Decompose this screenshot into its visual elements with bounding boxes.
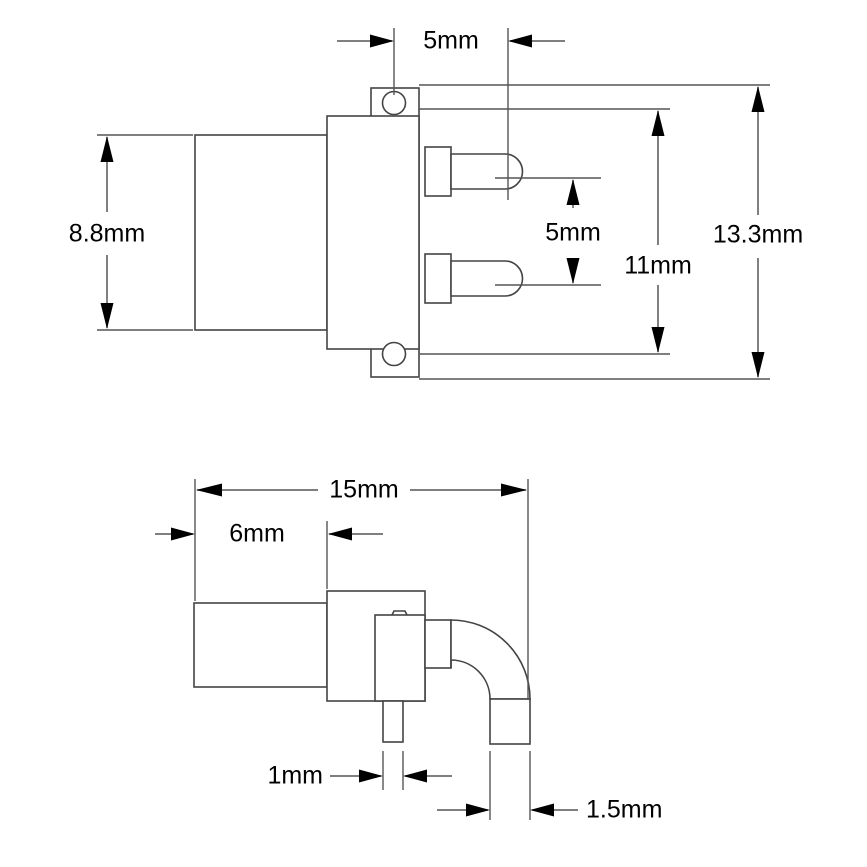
top-barb-upper-nose [450, 153, 524, 190]
dim-label-11mm: 11mm [624, 252, 692, 280]
bottom-view-body-rect [193, 602, 328, 688]
arrow-1-right [403, 769, 427, 783]
top-view-body-rect [194, 134, 328, 331]
bottom-view-connector-stub [424, 619, 452, 669]
bottom-view-geometry [193, 590, 531, 745]
dim-label-15mm: 15mm [329, 476, 398, 504]
dimension-8-8mm: 8.8mm [69, 134, 193, 331]
bottom-view-pin-straight [382, 700, 404, 743]
dimension-1-5mm: 1.5mm [437, 751, 662, 824]
dim-label-1-5mm: 1.5mm [586, 796, 662, 824]
arrow-88-bottom [100, 303, 114, 329]
arrow-133-bottom [751, 352, 765, 378]
arrow-133-top [751, 86, 765, 112]
top-view-flange-collar [326, 115, 420, 350]
dim-label-13-3mm: 13.3mm [713, 221, 803, 249]
dimension-5mm-vertical: 5mm [495, 177, 601, 286]
arrow-15-right [501, 483, 527, 497]
arrow-5v-top [566, 179, 580, 205]
dimension-1mm: 1mm [267, 751, 452, 790]
arrow-11-bottom [651, 327, 665, 353]
arrow-15-left [196, 483, 222, 497]
mounting-hole-bottom-icon [381, 341, 407, 367]
arrow-6-left [171, 527, 195, 541]
arrow-11-top [651, 110, 665, 136]
dim-label-8-8mm: 8.8mm [69, 220, 145, 248]
dim-label-1mm: 1mm [267, 762, 323, 790]
dim-label-5mm-vertical: 5mm [545, 219, 601, 247]
arrow-15p-left [466, 803, 490, 817]
dim-label-6mm: 6mm [229, 520, 285, 548]
top-barb-lower-base [424, 253, 452, 304]
bottom-view-top-tab [391, 610, 408, 616]
top-view-geometry [194, 87, 524, 378]
bottom-view-pin-elbow [489, 698, 531, 745]
dim-label-5mm-horizontal: 5mm [423, 27, 479, 55]
arrow-5h-right [508, 34, 532, 48]
dimension-6mm: 6mm [155, 520, 383, 589]
dimension-11mm: 11mm [419, 108, 692, 355]
arrow-5h-left [370, 34, 394, 48]
arrow-15p-right [530, 803, 554, 817]
arrow-1-left [359, 769, 383, 783]
top-barb-lower-nose [450, 260, 524, 297]
arrow-88-top [100, 136, 114, 162]
top-barb-upper-base [424, 146, 452, 197]
arrow-5v-bottom [566, 258, 580, 284]
dimension-13-3mm: 13.3mm [419, 84, 803, 380]
dimension-5mm-horizontal: 5mm [337, 27, 565, 200]
arrow-6-right [328, 527, 352, 541]
bottom-view-elbow-pipe [450, 619, 531, 700]
bottom-view-inner-block [374, 614, 426, 702]
dimension-15mm: 15mm [194, 476, 529, 700]
